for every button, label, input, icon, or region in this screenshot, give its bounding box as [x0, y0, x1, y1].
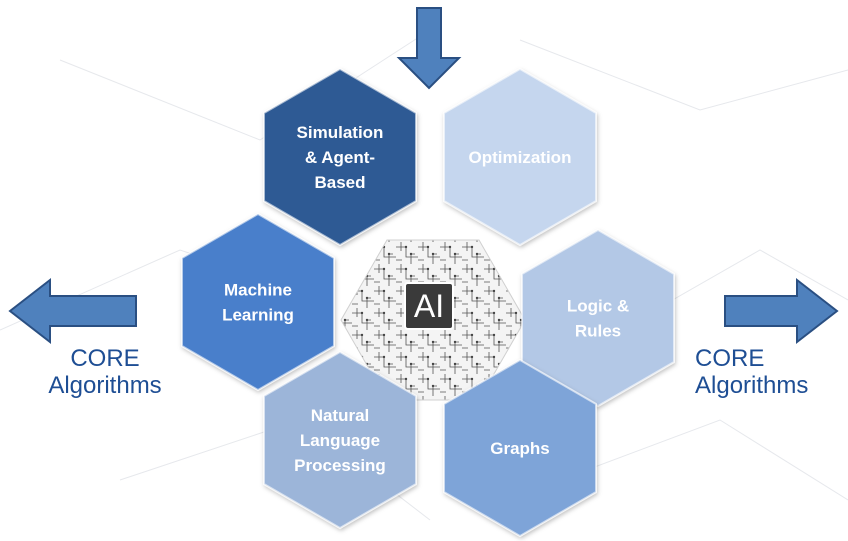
hexagon-shape-logic	[521, 228, 675, 408]
hexagon-label-optimization: Optimization	[469, 148, 572, 167]
hexagon-label-simulation: & Agent-	[305, 148, 375, 167]
right-label-line2: Algorithms	[695, 372, 809, 399]
hexagon-shape-graphs	[443, 358, 597, 538]
down-arrow-icon	[396, 7, 462, 90]
hexagon-shape-optimization	[443, 67, 597, 247]
ai-center-box: AI	[404, 282, 454, 330]
hexagon-label-simulation: Based	[314, 173, 365, 192]
left-label-line2: Algorithms	[48, 372, 162, 399]
left-label-line1: CORE	[70, 345, 140, 372]
hexagon-label-machine-learning: Learning	[222, 306, 294, 325]
left-core-algorithms-label: CORE Algorithms	[12, 345, 198, 399]
left-arrow-icon	[8, 277, 137, 345]
hexagon-simulation: Simulation & Agent- Based	[263, 67, 417, 247]
hexagon-label-logic: Rules	[575, 322, 621, 341]
hexagon-shape-simulation	[263, 67, 417, 247]
hexagon-label-nlp: Processing	[294, 456, 386, 475]
hexagon-label-machine-learning: Machine	[224, 281, 292, 300]
right-label-line1: CORE	[695, 345, 765, 372]
hexagon-optimization: Optimization	[443, 67, 597, 247]
hexagon-label-nlp: Natural	[311, 406, 370, 425]
hexagon-label-graphs: Graphs	[490, 439, 550, 458]
hexagon-label-nlp: Language	[300, 431, 380, 450]
hexagon-logic: Logic & Rules	[521, 228, 675, 408]
hexagon-graphs: Graphs	[443, 358, 597, 538]
right-core-algorithms-label: CORE Algorithms	[695, 345, 848, 399]
hexagon-shape-machine-learning	[181, 212, 335, 392]
hexagon-label-simulation: Simulation	[297, 123, 384, 142]
hexagon-shape-nlp	[263, 350, 417, 530]
right-arrow-icon	[724, 277, 839, 345]
ai-label: AI	[414, 288, 444, 324]
hexagon-label-logic: Logic &	[567, 297, 629, 316]
